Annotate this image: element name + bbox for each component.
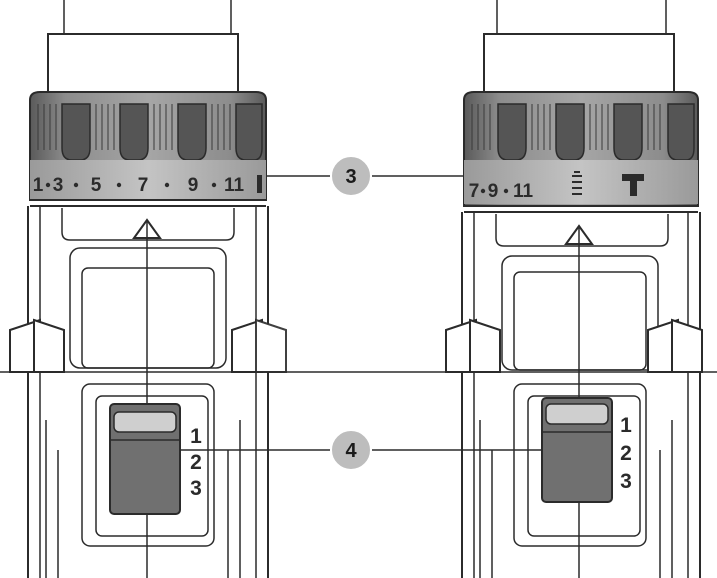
callout-3: 3 bbox=[266, 155, 464, 197]
dial-label: 5 bbox=[91, 175, 102, 196]
speed-label: 3 bbox=[620, 470, 632, 493]
right-gear-selector[interactable] bbox=[541, 397, 613, 503]
callout-label: 4 bbox=[345, 440, 357, 462]
dial-label: 11 bbox=[513, 181, 534, 202]
dial-label: 9 bbox=[488, 181, 499, 202]
speed-label: 3 bbox=[190, 477, 202, 500]
callout-4: 4 bbox=[180, 429, 542, 471]
dial-label: 7 bbox=[138, 175, 149, 196]
speed-label: 2 bbox=[620, 442, 632, 465]
dial-label: 3 bbox=[53, 175, 64, 196]
right-drill: 7 9 11 bbox=[445, 0, 703, 578]
drill-mode-icon bbox=[572, 171, 582, 195]
dial-label: 7 bbox=[469, 181, 480, 202]
dial-label: 11 bbox=[224, 175, 245, 196]
left-gear-selector[interactable] bbox=[109, 403, 181, 515]
callout-label: 3 bbox=[345, 166, 356, 188]
hammer-mode-icon bbox=[622, 174, 644, 196]
dial-label: 1 bbox=[33, 175, 44, 196]
left-torque-collar[interactable] bbox=[29, 91, 267, 207]
left-dial-scale: 1 3 5 7 9 11 bbox=[33, 175, 262, 196]
right-dial-scale: 7 9 11 bbox=[469, 171, 644, 202]
dial-label: 9 bbox=[188, 175, 199, 196]
speed-label: 1 bbox=[190, 425, 202, 448]
speed-label: 2 bbox=[190, 451, 202, 474]
speed-label: 1 bbox=[620, 414, 632, 437]
